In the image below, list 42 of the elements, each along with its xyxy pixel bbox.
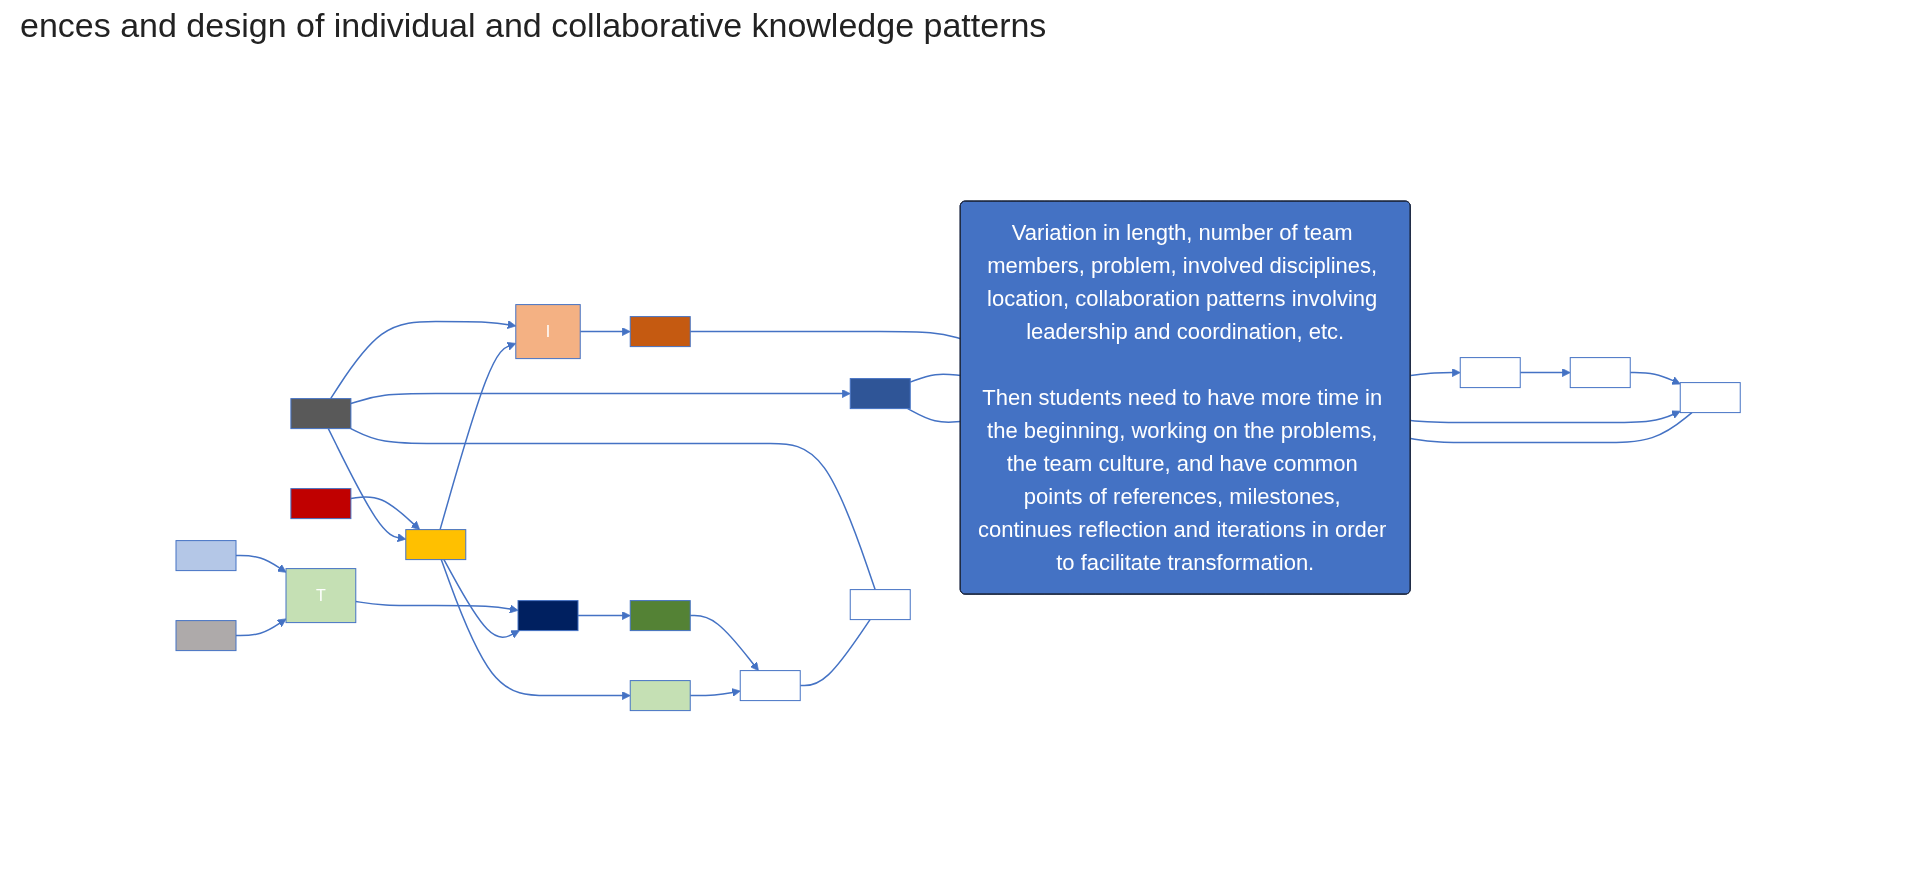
arrow <box>330 320 517 400</box>
arrow <box>689 688 741 697</box>
arrow <box>577 611 631 621</box>
node-box <box>630 316 692 348</box>
connector <box>689 331 962 340</box>
arrow <box>579 327 631 337</box>
arrow <box>355 600 519 614</box>
connector <box>909 373 962 384</box>
arrow <box>235 618 287 637</box>
node-box: I <box>515 304 582 360</box>
node-box <box>290 488 352 520</box>
arrow <box>235 555 287 573</box>
connector <box>1410 412 1694 444</box>
node-box <box>630 600 692 632</box>
node-box <box>290 398 352 430</box>
arrow <box>350 496 421 531</box>
arrow <box>689 615 760 672</box>
node-box <box>1460 357 1522 389</box>
node-box <box>405 529 467 561</box>
arrow <box>327 428 407 543</box>
node-box <box>517 600 579 632</box>
node-box <box>1570 357 1632 389</box>
node-box <box>850 589 912 621</box>
node-box <box>740 670 802 702</box>
arrow <box>1629 372 1681 385</box>
node-box <box>630 680 692 712</box>
title: ences and design of individual and collaborative knowledge patterns <box>20 6 1048 45</box>
arrow <box>1410 368 1461 378</box>
arrow <box>1410 410 1681 424</box>
arrow <box>1519 368 1571 378</box>
node-box <box>175 540 237 572</box>
node-box <box>850 378 912 410</box>
connector <box>799 619 872 687</box>
arrow <box>350 389 851 405</box>
arrow <box>440 559 631 701</box>
node-box <box>175 620 237 652</box>
connector <box>350 428 877 591</box>
node-box <box>1680 382 1742 414</box>
connector <box>907 408 962 424</box>
arrow <box>439 342 517 531</box>
arrow <box>443 559 521 639</box>
node-box: T <box>285 568 357 624</box>
